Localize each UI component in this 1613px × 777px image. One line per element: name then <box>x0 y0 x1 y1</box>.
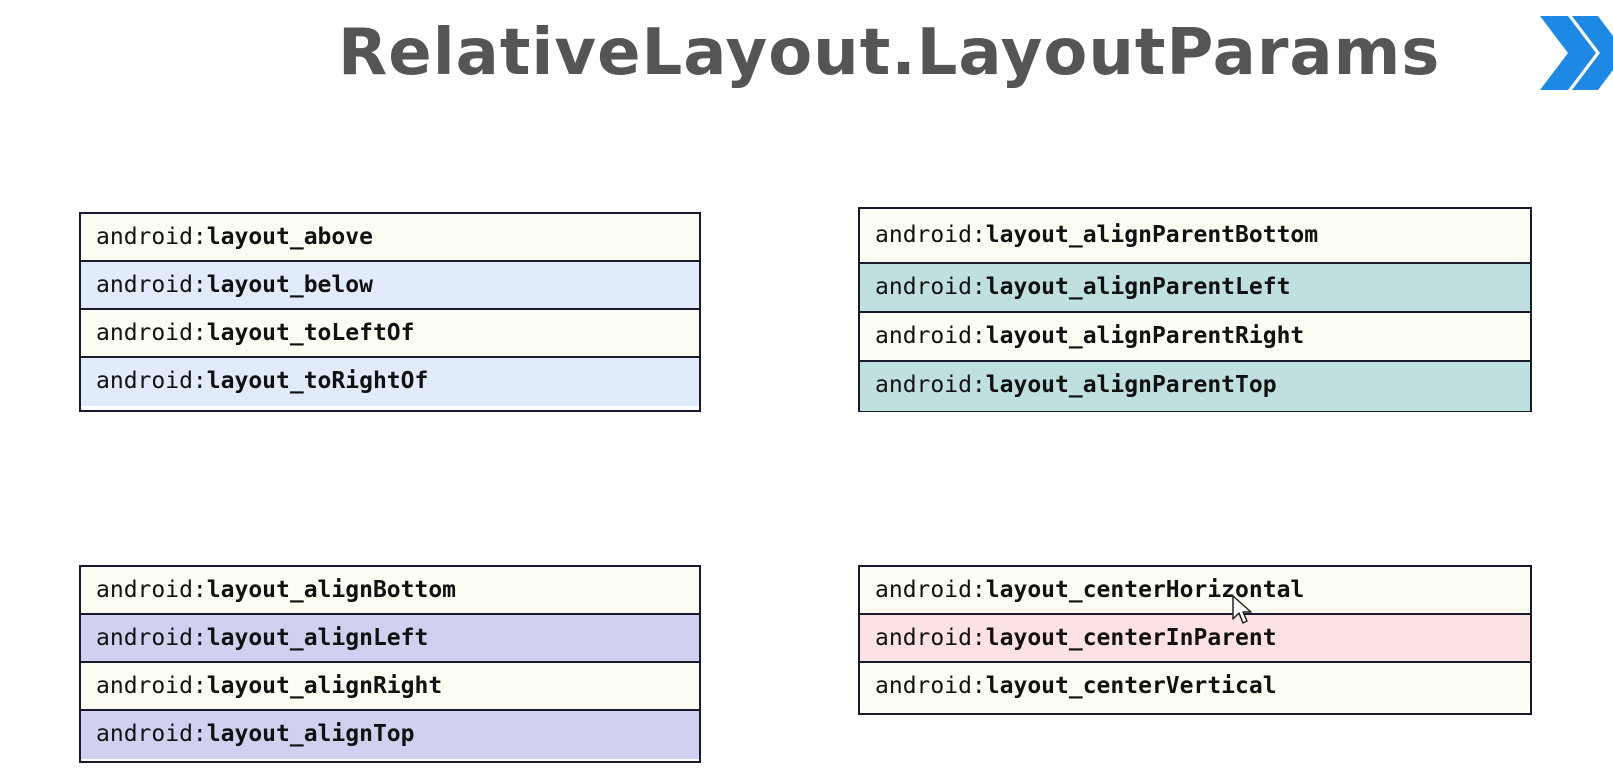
attr-name: layout_above <box>206 224 373 250</box>
table-row: android:layout_toRightOf <box>81 358 699 406</box>
table-row: android:layout_above <box>81 214 699 262</box>
attr-prefix: android: <box>96 368 207 394</box>
attr-name: layout_alignParentBottom <box>985 222 1319 248</box>
attr-prefix: android: <box>875 577 986 603</box>
table-row: android:layout_centerHorizontal <box>860 567 1530 615</box>
attr-name: layout_below <box>206 272 373 298</box>
attr-name: layout_centerHorizontal <box>985 577 1305 603</box>
attr-name: layout_alignParentLeft <box>985 274 1291 300</box>
centering-table: android:layout_centerHorizontal android:… <box>858 565 1532 715</box>
table-row: android:layout_centerVertical <box>860 663 1530 711</box>
attr-name: layout_alignParentRight <box>985 323 1305 349</box>
table-row: android:layout_alignRight <box>81 663 699 711</box>
attr-name: layout_centerInParent <box>985 625 1277 651</box>
attr-prefix: android: <box>875 222 986 248</box>
attr-name: layout_alignTop <box>206 721 415 747</box>
attr-prefix: android: <box>875 673 986 699</box>
attr-prefix: android: <box>96 577 207 603</box>
attr-prefix: android: <box>875 625 986 651</box>
sibling-alignment-table: android:layout_alignBottom android:layou… <box>79 565 701 763</box>
table-row: android:layout_centerInParent <box>860 615 1530 663</box>
table-row: android:layout_toLeftOf <box>81 310 699 358</box>
table-row: android:layout_alignBottom <box>81 567 699 615</box>
table-row: android:layout_alignParentTop <box>860 362 1530 411</box>
attr-name: layout_alignLeft <box>206 625 429 651</box>
table-row: android:layout_alignParentBottom <box>860 209 1530 264</box>
table-row: android:layout_alignParentRight <box>860 313 1530 362</box>
table-row: android:layout_alignParentLeft <box>860 264 1530 313</box>
table-row: android:layout_alignTop <box>81 711 699 759</box>
relative-position-table: android:layout_above android:layout_belo… <box>79 212 701 412</box>
table-row: android:layout_below <box>81 262 699 310</box>
attr-prefix: android: <box>96 673 207 699</box>
attr-prefix: android: <box>875 372 986 398</box>
attr-name: layout_toRightOf <box>206 368 429 394</box>
attr-prefix: android: <box>875 274 986 300</box>
attr-name: layout_alignBottom <box>206 577 457 603</box>
attr-name: layout_centerVertical <box>985 673 1277 699</box>
page-title: RelativeLayout.LayoutParams <box>338 16 1441 90</box>
attr-prefix: android: <box>96 625 207 651</box>
attr-prefix: android: <box>96 224 207 250</box>
attr-prefix: android: <box>96 272 207 298</box>
table-row: android:layout_alignLeft <box>81 615 699 663</box>
mouse-cursor-icon <box>1232 595 1252 624</box>
attr-prefix: android: <box>875 323 986 349</box>
double-chevron-right-icon[interactable] <box>1538 16 1613 90</box>
attr-prefix: android: <box>96 320 207 346</box>
attr-name: layout_alignRight <box>206 673 443 699</box>
attr-name: layout_toLeftOf <box>206 320 415 346</box>
parent-alignment-table: android:layout_alignParentBottom android… <box>858 207 1532 412</box>
attr-name: layout_alignParentTop <box>985 372 1277 398</box>
attr-prefix: android: <box>96 721 207 747</box>
